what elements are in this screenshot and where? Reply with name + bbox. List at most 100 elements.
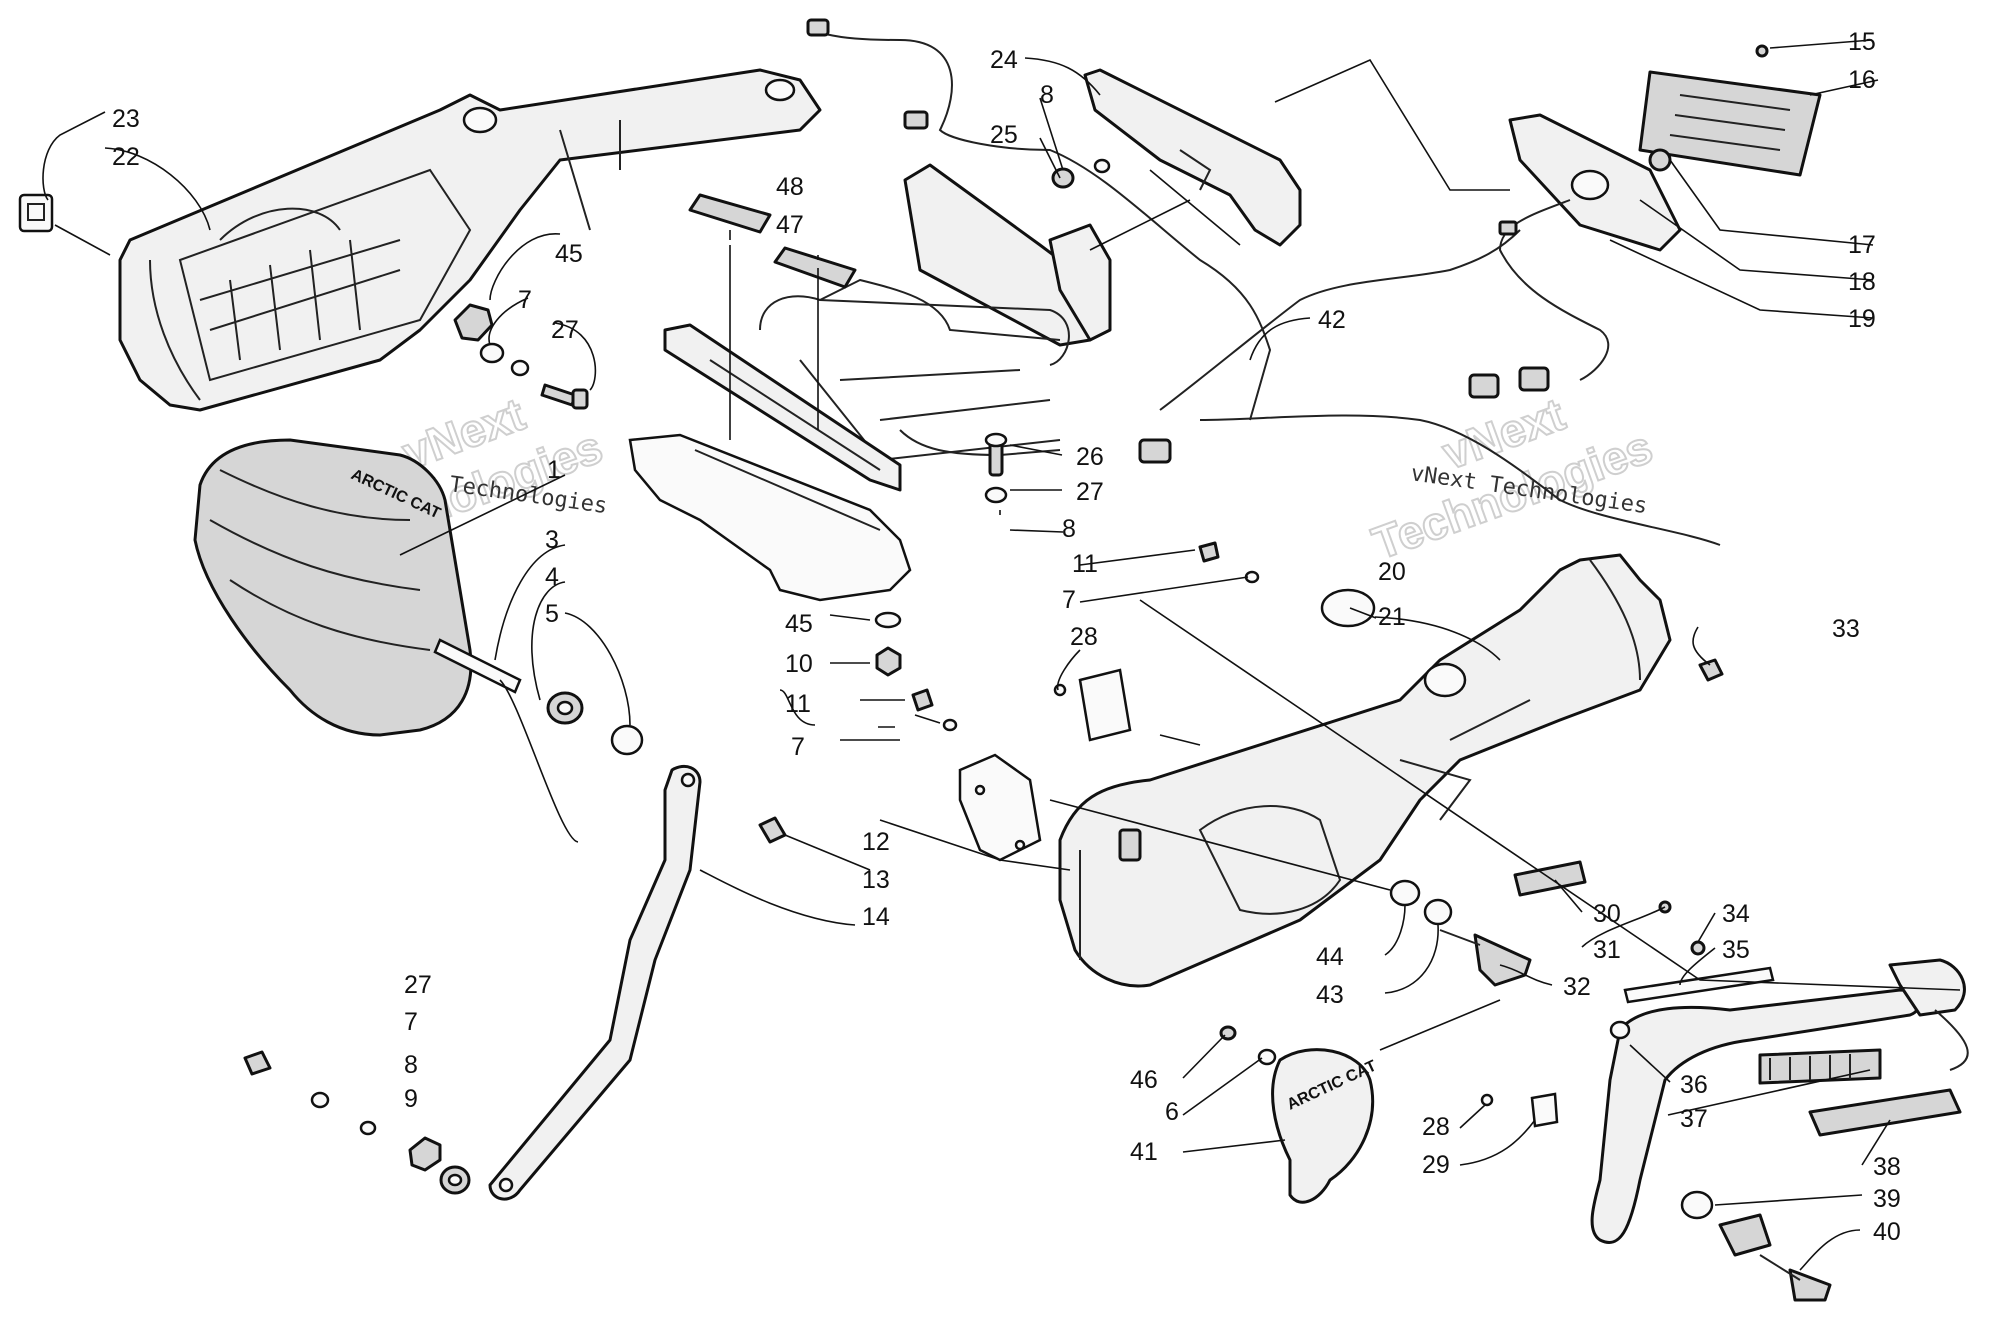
part-34-screw (1690, 940, 1706, 956)
callout-30: 30 (1593, 900, 1621, 928)
callout-17: 17 (1848, 231, 1876, 259)
part-19-light-housing (1508, 113, 1682, 252)
part-38-grip (1808, 1088, 1962, 1137)
callout-48: 48 (776, 173, 804, 201)
part-41-emblem: ARCTIC CAT (1271, 1048, 1379, 1204)
callout-18: 18 (1848, 268, 1876, 296)
mounting-plate (628, 433, 912, 602)
callout-11-a: 11 (1072, 550, 1098, 578)
callout-numbers: 1 3 4 5 6 7 7 7 7 7 8 8 8 9 10 11 11 12 … (112, 28, 1901, 1246)
callout-44: 44 (1316, 943, 1344, 971)
hardware-mid-11-7 (911, 688, 958, 732)
callout-41: 41 (1130, 1138, 1158, 1166)
callout-27-a: 27 (551, 316, 579, 344)
callout-45-a: 45 (555, 240, 583, 268)
seat-frame-rack (663, 163, 1112, 492)
part-48-decal (688, 193, 772, 234)
part-13-screw (758, 816, 787, 844)
callout-11-b: 11 (785, 690, 811, 718)
watermark-right: vNext Technologies vNext Technologies (1365, 387, 1660, 571)
reflector-strip (1078, 668, 1132, 742)
callout-42: 42 (1318, 306, 1346, 334)
callout-39: 39 (1873, 1185, 1901, 1213)
callout-19: 19 (1848, 305, 1876, 333)
part-36-grab-handle (1590, 958, 1969, 1244)
hardware-right-11-7 (1198, 541, 1260, 584)
callout-22: 22 (112, 143, 140, 171)
callout-33: 33 (1832, 615, 1860, 643)
callout-5: 5 (545, 600, 559, 628)
callout-32: 32 (1563, 973, 1591, 1001)
callout-26: 26 (1076, 443, 1104, 471)
part-33-screw (1698, 658, 1724, 682)
callout-13: 13 (862, 866, 890, 894)
part-6-washer (1257, 1048, 1277, 1066)
callout-20: 20 (1378, 558, 1406, 586)
callout-40: 40 (1873, 1218, 1901, 1246)
part-29-clip (1530, 1092, 1559, 1128)
callout-47: 47 (776, 211, 804, 239)
callout-36: 36 (1680, 1071, 1708, 1099)
part-32-latch (1439, 929, 1532, 987)
callout-29: 29 (1422, 1151, 1450, 1179)
callout-7-d: 7 (404, 1008, 418, 1036)
callout-25: 25 (990, 121, 1018, 149)
hardware-lower-left (243, 1050, 471, 1195)
callout-10: 10 (785, 650, 813, 678)
part-23-clip (18, 193, 54, 233)
callout-31: 31 (1593, 936, 1621, 964)
callout-21: 21 (1378, 603, 1406, 631)
callout-3: 3 (545, 526, 559, 554)
callout-34: 34 (1722, 900, 1750, 928)
taillight-wiring (1498, 199, 1610, 381)
part-26-bolt (984, 432, 1008, 504)
callout-24: 24 (990, 46, 1018, 74)
part-1-seat-cushion: ARCTIC CAT (193, 438, 473, 737)
part-39-washer (1680, 1190, 1714, 1220)
part-43-washer (1423, 898, 1453, 926)
part-3-shaft (433, 638, 522, 694)
part-22-left-housing (118, 68, 822, 412)
callout-28-a: 28 (1070, 623, 1098, 651)
part-20-disc (1320, 588, 1376, 628)
callout-4: 4 (545, 563, 559, 591)
part-45-knob-upper (453, 303, 589, 410)
callout-46: 46 (1130, 1066, 1158, 1094)
part-45-washer-lower (874, 611, 902, 629)
callout-15: 15 (1848, 28, 1876, 56)
callout-6: 6 (1165, 1098, 1179, 1126)
callout-37: 37 (1680, 1105, 1708, 1133)
callout-14: 14 (862, 903, 890, 931)
wiring-harness-upper (806, 18, 1272, 421)
leader-lines (42, 39, 1961, 1271)
callout-12: 12 (862, 828, 890, 856)
part-15-screw (1755, 44, 1769, 58)
callout-43: 43 (1316, 981, 1344, 1009)
callout-7-b: 7 (791, 733, 805, 761)
callout-8-b: 8 (1062, 515, 1076, 543)
part-10-nut (875, 646, 902, 677)
part-16-tail-lens (1638, 70, 1822, 177)
callout-23: 23 (112, 105, 140, 133)
part-12-cover-plate (958, 753, 1042, 862)
callout-45-b: 45 (785, 610, 813, 638)
callout-8-c: 8 (404, 1051, 418, 1079)
part-5-bushing (610, 724, 644, 756)
part-28-clip-upper (1053, 683, 1067, 697)
callout-16: 16 (1848, 66, 1876, 94)
callout-1: 1 (547, 456, 561, 484)
callout-27-b: 27 (1076, 478, 1104, 506)
part-14-support-arm (488, 765, 702, 1201)
part-40-latch (1718, 1213, 1832, 1302)
part-35-strap (1623, 966, 1775, 1004)
part-37-grip-insert (1758, 1048, 1882, 1085)
part-47-decal (773, 246, 857, 289)
part-24-bracket (1051, 68, 1302, 247)
callout-7-a: 7 (518, 286, 532, 314)
callout-27-c: 27 (404, 971, 432, 999)
callout-9: 9 (404, 1085, 418, 1113)
callout-7-c: 7 (1062, 586, 1076, 614)
part-42-wire-harness (1138, 229, 1721, 546)
callout-35: 35 (1722, 936, 1750, 964)
